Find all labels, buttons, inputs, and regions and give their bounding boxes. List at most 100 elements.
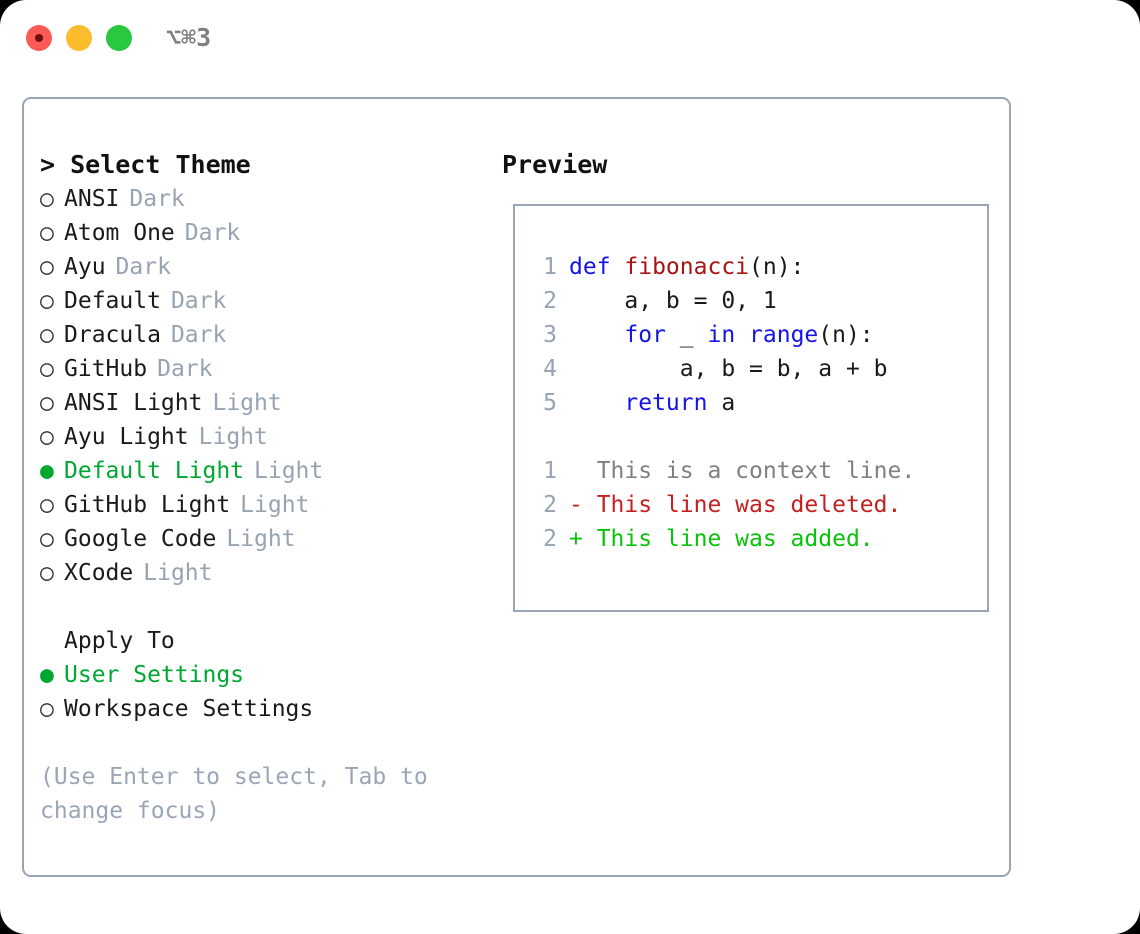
theme-list-item[interactable]: ○ XCode Light [40,556,480,590]
theme-mode-tag: Dark [129,186,185,212]
diff-line: 2 + This line was added. [527,522,983,556]
radio-selected-icon[interactable]: ● [40,458,54,484]
code-text: return a [569,386,735,420]
theme-name-label: Ayu [64,254,106,280]
theme-list-item[interactable]: ○ Ayu Light Light [40,420,480,454]
line-number: 1 [543,458,557,484]
apply-to-list: ● User Settings ○ Workspace Settings [40,658,480,726]
radio-unselected-icon[interactable]: ○ [40,492,54,518]
radio-unselected-icon[interactable]: ○ [40,356,54,382]
theme-name-label: Atom One [64,220,175,246]
code-text: a, b = b, a + b [569,352,888,386]
keyboard-hint: (Use Enter to select, Tab to change focu… [40,764,442,824]
radio-selected-icon[interactable]: ● [40,662,54,688]
code-text: a, b = 0, 1 [569,284,777,318]
code-token: def [569,254,625,280]
apply-to-item[interactable]: ● User Settings [40,658,480,692]
theme-name-label: Dracula [64,322,161,348]
theme-list-item[interactable]: ○ GitHub Light Light [40,488,480,522]
line-number: 2 [543,492,557,518]
code-line: 5 return a [527,386,983,420]
window-controls [26,25,132,51]
radio-unselected-icon[interactable]: ○ [40,560,54,586]
code-token: _ [665,322,708,348]
theme-name-label: Default [64,288,161,314]
radio-unselected-icon[interactable]: ○ [40,526,54,552]
code-line: 4 a, b = b, a + b [527,352,983,386]
theme-name-label: ANSI Light [64,390,203,416]
theme-list-item[interactable]: ○ Dracula Dark [40,318,480,352]
radio-unselected-icon[interactable]: ○ [40,254,54,280]
code-token: in range [707,322,819,348]
radio-unselected-icon[interactable]: ○ [40,322,54,348]
line-number: 2 [543,526,557,552]
radio-unselected-icon[interactable]: ○ [40,390,54,416]
code-token: a [707,390,736,416]
theme-mode-tag: Light [198,424,268,450]
code-line: 2 a, b = 0, 1 [527,284,983,318]
shortcut-label: ⌥⌘3 [166,23,212,52]
radio-unselected-icon[interactable]: ○ [40,696,54,722]
theme-name-label: XCode [64,560,134,586]
code-blank-line [527,420,983,454]
theme-mode-tag: Dark [170,322,227,348]
theme-name-label: Ayu Light [64,424,189,450]
line-number: 1 [543,254,557,280]
diff-text-del: - This line was deleted. [569,492,902,518]
theme-name-label: GitHub [64,356,148,382]
line-number: 2 [543,288,557,314]
code-text: for _ in range(n): [569,318,874,352]
code-token: a, b = 0, 1 [569,288,777,314]
theme-name-label: Google Code [64,526,217,552]
code-token: for [624,322,666,348]
close-button[interactable] [26,25,52,51]
minimize-button[interactable] [66,25,92,51]
code-line: 3 for _ in range(n): [527,318,983,352]
maximize-button[interactable] [106,25,132,51]
apply-to-label: User Settings [64,662,245,688]
code-token: a, b = b, a + b [569,356,888,382]
title-bar: ⌥⌘3 [0,0,1140,78]
theme-name-label: GitHub Light [64,492,231,518]
apply-to-header-label: Apply To [64,628,175,654]
diff-text-add: + This line was added. [569,526,874,552]
theme-mode-tag: Light [212,390,282,416]
theme-mode-tag: Light [226,526,296,552]
code-text: def fibonacci(n): [569,250,804,284]
theme-mode-tag: Dark [157,356,213,382]
line-number: 4 [543,356,557,382]
radio-unselected-icon[interactable]: ○ [40,288,54,314]
apply-to-item[interactable]: ○ Workspace Settings [40,692,480,726]
theme-mode-tag: Dark [170,288,227,314]
radio-unselected-icon[interactable]: ○ [40,424,54,450]
preview-header: Preview [502,150,608,179]
radio-unselected-icon[interactable]: ○ [40,220,54,246]
theme-mode-tag: Light [240,492,310,518]
code-token [569,390,624,416]
code-token [569,322,624,348]
theme-mode-tag: Light [254,458,324,484]
theme-name-label: Default Light [64,458,245,484]
theme-mode-tag: Light [143,560,213,586]
diff-line: 2 - This line was deleted. [527,488,983,522]
apply-to-label: Workspace Settings [64,696,314,722]
theme-list-item[interactable]: ○ Google Code Light [40,522,480,556]
code-token: (n): [818,322,874,348]
theme-list-item[interactable]: ○ ANSI Light Light [40,386,480,420]
theme-list-item[interactable]: ○ GitHub Dark [40,352,480,386]
theme-list-item[interactable]: ○ Default Dark [40,284,480,318]
line-number: 5 [543,390,557,416]
line-number: 3 [543,322,557,348]
radio-unselected-icon[interactable]: ○ [40,186,54,212]
code-token: fibonacci [624,254,750,280]
list-spacer [40,590,480,624]
theme-list-item[interactable]: ● Default Light Light [40,454,480,488]
code-token: (n): [749,254,805,280]
diff-line: 1 This is a context line. [527,454,983,488]
